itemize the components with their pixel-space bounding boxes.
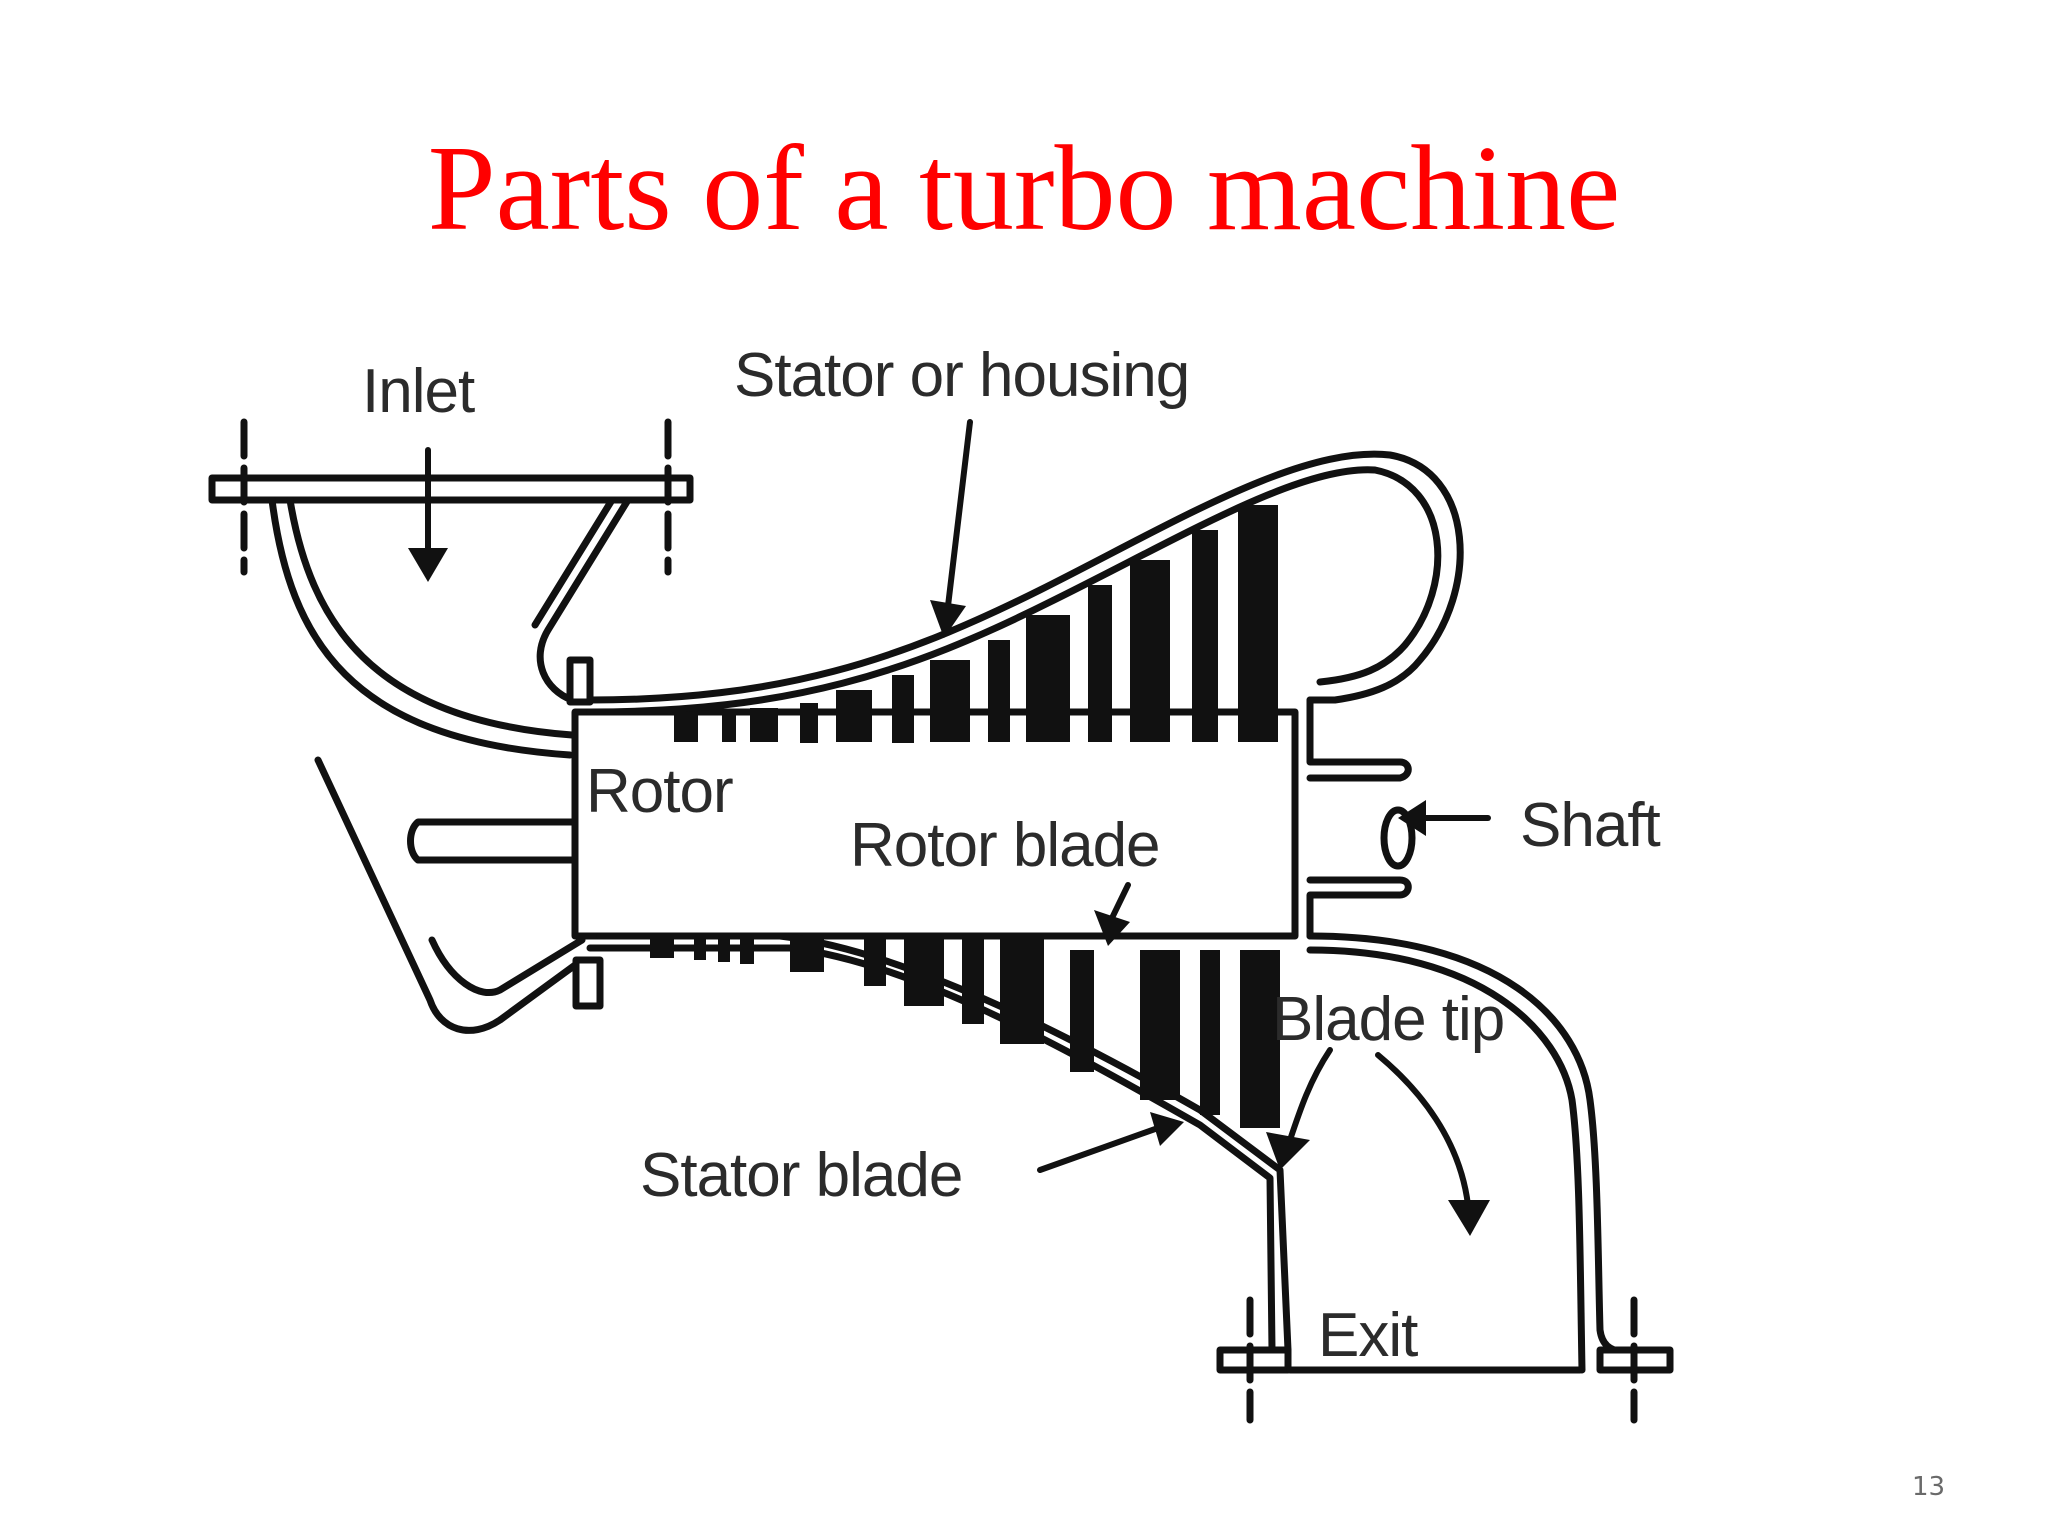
exit-flange xyxy=(1216,1346,1292,1374)
support-strut-lower xyxy=(428,936,586,997)
rotor-blade xyxy=(1130,560,1170,742)
rotor-blade xyxy=(836,690,872,742)
rotor-blade xyxy=(750,708,778,742)
inlet-right-wall-inner xyxy=(531,496,616,629)
rotor-blade xyxy=(674,712,698,742)
inlet-left-wall xyxy=(268,496,574,759)
stator-blade xyxy=(1088,585,1112,742)
rotor-blade xyxy=(1238,505,1278,742)
inlet-arrowhead xyxy=(408,548,448,582)
shaft-arrowhead xyxy=(1398,800,1426,836)
inlet-flange xyxy=(208,474,694,504)
support-strut xyxy=(314,756,586,1034)
upper-housing-inner xyxy=(586,466,1442,716)
stator-blade xyxy=(988,640,1010,742)
label-rotor: Rotor xyxy=(586,757,733,826)
leader-lines xyxy=(425,419,1491,1208)
rotor-blade xyxy=(904,936,944,1006)
shaft-housing-top xyxy=(1306,696,1412,782)
blade-tip-arrowhead xyxy=(1266,1132,1310,1170)
casing-outline xyxy=(208,418,1674,1424)
exit-elbow-inner xyxy=(1306,946,1586,1374)
stator-housing-arrowhead xyxy=(930,600,966,638)
rotor-blade xyxy=(718,936,730,962)
collar-top xyxy=(566,656,594,706)
exit-flow-arrowhead xyxy=(1448,1200,1490,1236)
lower-housing-inner xyxy=(586,944,1276,1354)
label-exit: Exit xyxy=(1318,1301,1418,1370)
slide-title: Parts of a turbo machine xyxy=(427,121,1621,256)
shaft-end xyxy=(1380,806,1416,870)
rotor-blade-leader xyxy=(1109,882,1131,921)
stator-blade xyxy=(722,712,736,742)
label-shaft: Shaft xyxy=(1520,791,1661,860)
stator-blade xyxy=(1200,950,1220,1115)
arrowheads xyxy=(408,548,1490,1236)
stator-blade xyxy=(962,936,984,1024)
inlet-right-wall xyxy=(536,496,632,704)
label-inlet: Inlet xyxy=(362,357,475,426)
stator-blade xyxy=(1192,530,1218,742)
stator-blade-leader xyxy=(1037,1125,1161,1173)
shaft-housing-bottom xyxy=(1306,876,1412,940)
stator-blade xyxy=(892,675,914,743)
stator-blade xyxy=(1070,950,1094,1072)
rotor-blade xyxy=(1026,615,1070,742)
exit-elbow-outer xyxy=(1306,932,1626,1356)
rotor-blade xyxy=(930,660,970,742)
label-stator-blade: Stator blade xyxy=(640,1141,962,1210)
blade-row-lower xyxy=(650,936,1280,1128)
rotor-blade-arrowhead xyxy=(1094,910,1130,946)
blade-tip-leader-left xyxy=(1287,1047,1333,1143)
label-rotor-blade: Rotor blade xyxy=(850,811,1160,880)
bearing-stub xyxy=(407,818,579,864)
stator-blade xyxy=(694,936,706,960)
rotor-blade xyxy=(650,936,674,958)
blade-tip-leader-right xyxy=(1375,1052,1471,1208)
stator-housing-leader xyxy=(945,419,973,609)
rotor-blade xyxy=(790,936,824,972)
stator-blade-arrowhead xyxy=(1150,1112,1184,1146)
rotor-blade xyxy=(1000,936,1044,1044)
collar-bottom xyxy=(572,956,604,1010)
stator-blade xyxy=(740,936,754,964)
blade-row-upper xyxy=(674,505,1278,743)
rotor-blade xyxy=(1240,950,1280,1128)
stator-blade xyxy=(800,703,818,743)
label-stator-or-housing: Stator or housing xyxy=(734,341,1189,410)
upper-housing-outer xyxy=(586,450,1464,704)
label-blade-tip: Blade tip xyxy=(1272,985,1504,1054)
inlet-left-wall-inner xyxy=(286,496,576,739)
page-number: 13 xyxy=(1912,1472,1946,1502)
stator-blade xyxy=(864,936,886,986)
rotor-blade xyxy=(1140,950,1180,1100)
